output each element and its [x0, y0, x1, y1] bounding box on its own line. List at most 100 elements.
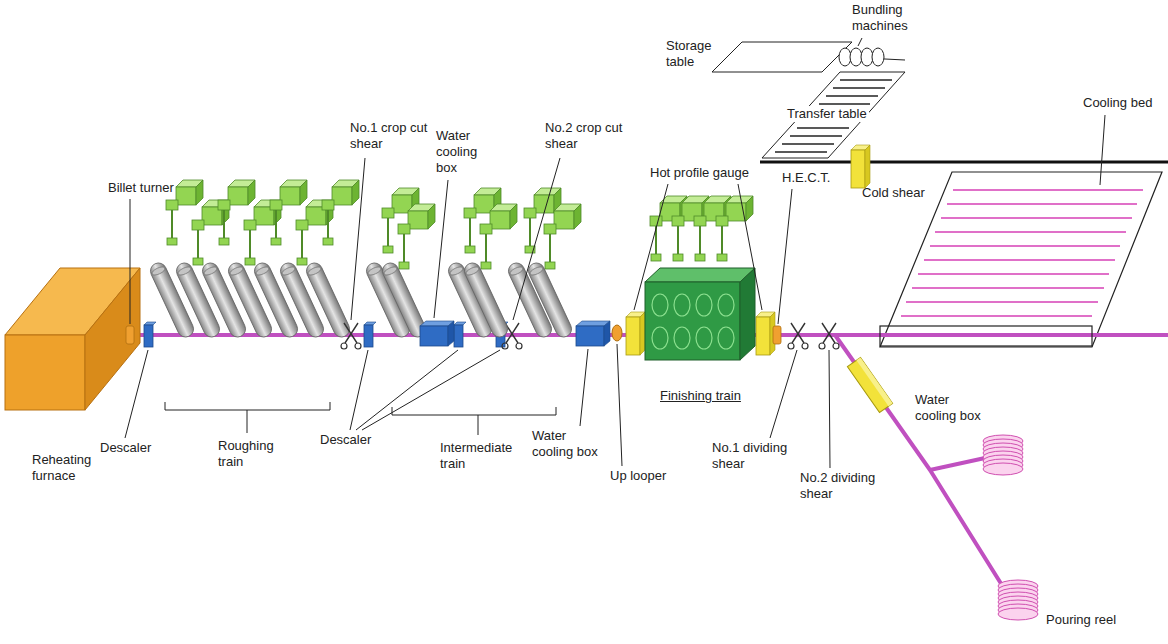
intermediate-train	[462, 260, 510, 339]
crop-cut-shear	[341, 323, 361, 349]
leader-line	[738, 184, 762, 310]
leader-line	[829, 350, 830, 468]
bundling-machines	[850, 48, 862, 66]
cooling-bed	[912, 287, 1104, 289]
label-anchor: Storage table	[666, 38, 722, 70]
part-label: Transfer table	[785, 106, 869, 122]
reheating-furnace	[5, 268, 140, 410]
pouring-reel	[998, 580, 1038, 620]
water-cooling-box	[576, 321, 610, 346]
finishing-train	[696, 294, 712, 316]
part-label: Descaler	[100, 440, 151, 456]
rail	[760, 161, 1168, 164]
runout-table	[880, 326, 1092, 346]
finishing-train	[652, 294, 734, 349]
part-label: Roughing train	[218, 438, 280, 470]
roughing-train	[322, 180, 359, 245]
label-anchor: Finishing train	[660, 388, 741, 404]
part-label: H.E.C.T.	[782, 170, 830, 186]
part-label: Hot profile gauge	[650, 165, 749, 181]
leader-line	[434, 180, 448, 318]
finishing-train	[674, 294, 690, 316]
part-label: Up looper	[610, 468, 666, 484]
transfer-table	[782, 143, 834, 145]
water-cooling-box	[420, 321, 454, 346]
part-label: Intermediate train	[440, 440, 520, 472]
dividing-shear	[788, 323, 839, 349]
descaler	[144, 322, 508, 347]
leader-line	[125, 38, 1105, 468]
bundling-machines	[839, 48, 851, 66]
finishing-train	[674, 327, 690, 349]
part-label: Bundling machines	[852, 2, 914, 34]
transfer-table	[790, 135, 842, 137]
part-label: Billet turner	[108, 180, 174, 196]
leader-line	[778, 189, 792, 324]
part-label: No.2 dividing shear	[800, 470, 888, 502]
leader-line	[125, 350, 148, 438]
part-label: Water cooling box	[436, 128, 488, 176]
transfer-table	[826, 95, 878, 97]
label-anchor: Pouring reel	[1046, 612, 1116, 628]
leader-line	[130, 199, 131, 324]
dividing-shear	[788, 323, 808, 349]
hot-profile-gauge	[756, 312, 775, 355]
label-anchor: Water cooling box	[915, 392, 987, 424]
part-label: Water cooling box	[915, 392, 987, 424]
product-line	[835, 335, 1005, 590]
transfer-table	[833, 87, 885, 89]
part-label: Descaler	[320, 432, 371, 448]
bundling-machines	[861, 48, 873, 66]
label-anchor: H.E.C.T.	[782, 170, 830, 186]
finishing-train	[696, 327, 712, 349]
label-anchor: No.2 crop cut shear	[545, 120, 633, 152]
part-label: No.2 crop cut shear	[545, 120, 633, 152]
leader-line	[580, 349, 588, 426]
pouring-reel	[983, 435, 1023, 475]
part-label: Finishing train	[660, 388, 741, 404]
label-anchor: Intermediate train	[440, 440, 520, 472]
water-cooling-box	[856, 357, 892, 406]
water-cooling-box	[847, 357, 892, 412]
roughing-train	[304, 260, 352, 339]
label-anchor: Billet turner	[108, 180, 174, 196]
cold-shear	[851, 145, 870, 188]
up-looper	[612, 325, 622, 341]
part-label: Reheating furnace	[32, 452, 98, 484]
leader-line	[356, 350, 458, 430]
label-anchor: Hot profile gauge	[650, 165, 749, 181]
bracket	[165, 402, 556, 435]
label-anchor: Transfer table	[785, 106, 869, 122]
bracket	[392, 407, 556, 435]
finishing-train	[718, 294, 734, 316]
roughing-train	[148, 180, 359, 340]
label-anchor: No.1 crop cut shear	[350, 120, 438, 152]
bundling-machines	[872, 48, 884, 66]
transfer-table	[762, 72, 905, 158]
leader-line	[362, 350, 500, 430]
label-anchor: Cold shear	[862, 185, 925, 201]
finishing-train	[652, 294, 668, 316]
transfer-table	[797, 127, 849, 129]
intermediate-train	[480, 204, 517, 269]
reheating-furnace	[5, 335, 85, 410]
hect	[773, 326, 781, 344]
rail	[760, 162, 1168, 163]
cooling-bed	[953, 189, 1143, 191]
finishing-train	[740, 268, 755, 360]
water-cooling-box	[847, 357, 892, 412]
leader-line	[351, 158, 365, 320]
transfer-table	[840, 79, 892, 81]
descaler	[454, 322, 466, 347]
part-label: No.1 dividing shear	[712, 440, 797, 472]
part-label: Cooling bed	[1083, 95, 1152, 111]
transfer-table	[819, 103, 870, 105]
label-anchor: Up looper	[610, 468, 666, 484]
finishing-train	[718, 327, 734, 349]
intermediate-train	[364, 188, 581, 340]
finishing-train	[716, 196, 753, 261]
label-anchor: Descaler	[100, 440, 151, 456]
hot-profile-gauge	[626, 312, 645, 355]
